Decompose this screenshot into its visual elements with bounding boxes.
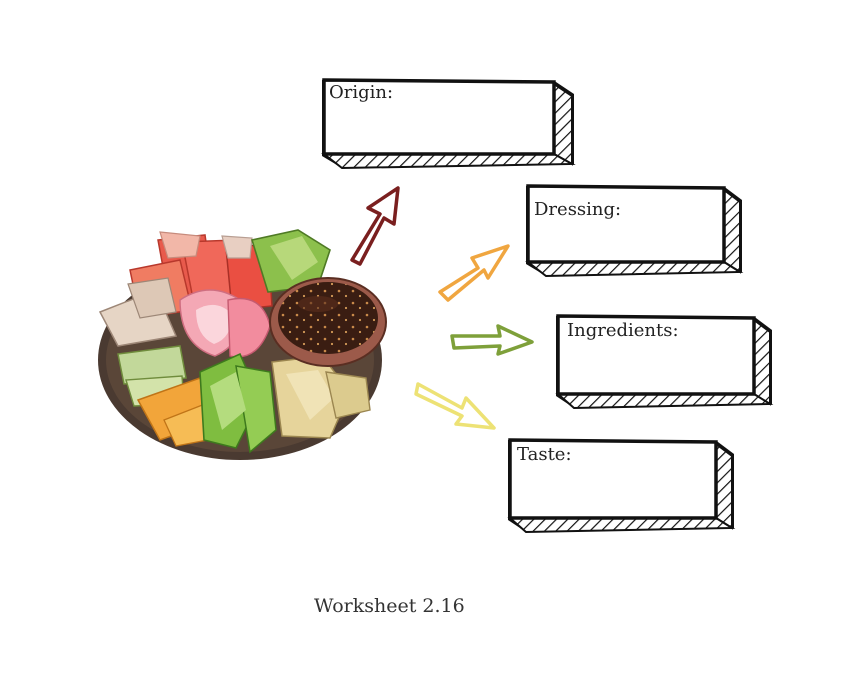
origin-box — [321, 78, 576, 170]
arrow-to-origin — [350, 186, 400, 266]
dressing-label: Dressing: — [534, 199, 622, 220]
taste-label: Taste: — [517, 444, 572, 465]
ingredients-box — [555, 314, 774, 410]
worksheet-caption: Worksheet 2.16 — [314, 595, 465, 617]
ingredients-label: Ingredients: — [567, 320, 679, 341]
dressing-box — [525, 184, 744, 278]
arrow-to-dressing — [438, 244, 510, 302]
arrow-to-taste — [414, 382, 496, 430]
origin-label: Origin: — [329, 82, 394, 103]
arrow-to-ingredients — [450, 324, 534, 356]
taste-box — [507, 438, 736, 534]
salad-plate — [98, 229, 387, 460]
